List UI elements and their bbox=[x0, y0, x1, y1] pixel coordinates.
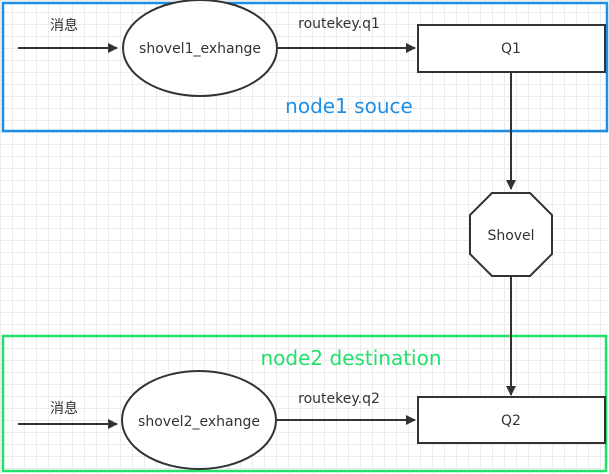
queue2-label: Q2 bbox=[501, 413, 521, 429]
exchange2-ellipse bbox=[121, 370, 277, 470]
node1-region-frame bbox=[1, 1, 609, 133]
route2-label: routekey.q2 bbox=[298, 391, 380, 407]
exchange1-ellipse bbox=[122, 0, 278, 97]
exchange2-label: shovel2_exhange bbox=[138, 414, 260, 430]
queue1-label: Q1 bbox=[501, 41, 521, 57]
shovel-label: Shovel bbox=[487, 228, 534, 244]
exchange1-label: shovel1_exhange bbox=[139, 41, 261, 57]
node1-region-label: node1 souce bbox=[285, 94, 413, 118]
message-label-top: 消息 bbox=[50, 17, 78, 34]
queue2-box bbox=[417, 396, 606, 444]
queue1-box bbox=[417, 24, 606, 73]
node2-region-label: node2 destination bbox=[260, 346, 441, 370]
shovel-octagon bbox=[469, 192, 553, 277]
route1-label: routekey.q1 bbox=[298, 16, 380, 32]
message-label-bottom: 消息 bbox=[50, 400, 78, 417]
